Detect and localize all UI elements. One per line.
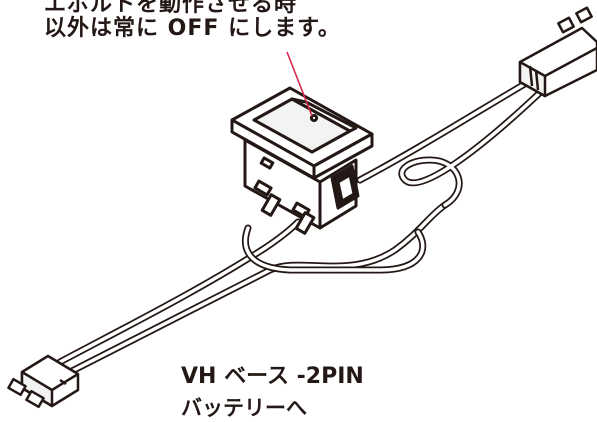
loop-cable bbox=[66, 201, 449, 376]
note-line-2: 以外は常に OFF にします。 bbox=[44, 16, 341, 41]
right-connector bbox=[518, 6, 597, 98]
main-cable bbox=[56, 218, 302, 366]
left-connector bbox=[7, 354, 80, 409]
cable-harness bbox=[56, 71, 552, 376]
wiring-diagram bbox=[7, 6, 597, 409]
pointer-line bbox=[286, 51, 313, 117]
rocker-switch bbox=[230, 86, 374, 235]
connector-label: VH ベース -2PIN bbox=[181, 364, 364, 389]
switch-indicator-dot bbox=[309, 113, 319, 123]
note-line-1: エボルトを動作させる時 bbox=[44, 0, 298, 17]
battery-label: バッテリーへ bbox=[181, 396, 307, 420]
